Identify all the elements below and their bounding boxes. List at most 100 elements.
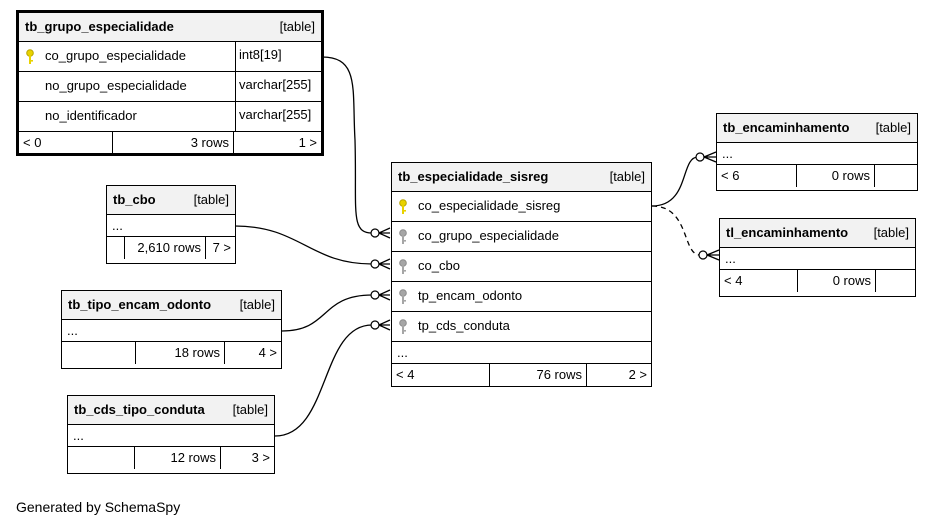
edge-tl-encaminhamento: [651, 205, 701, 256]
children-count: [876, 270, 915, 292]
table-tb-especialidade-sisreg[interactable]: tb_especialidade_sisreg [table] co_espec…: [391, 162, 652, 387]
table-footer: < 4 76 rows 2 >: [392, 364, 651, 386]
row-count: 12 rows: [135, 447, 221, 469]
table-type: [table]: [279, 19, 315, 34]
columns-ellipsis: ...: [717, 143, 917, 165]
crowfoot: [378, 289, 391, 301]
table-header: tb_especialidade_sisreg [table]: [392, 163, 651, 192]
foreign-key-icon: [398, 259, 408, 275]
column-name: co_grupo_especialidade: [418, 228, 559, 243]
column-name: no_identificador: [45, 108, 137, 123]
children-count[interactable]: 1 >: [298, 135, 317, 150]
columns-ellipsis: ...: [62, 320, 281, 342]
parents-count[interactable]: < 6: [717, 165, 797, 187]
parents-count[interactable]: < 0: [19, 132, 113, 154]
table-header: tb_cbo [table]: [107, 186, 235, 215]
table-type: [table]: [873, 225, 909, 240]
children-count[interactable]: 2 >: [628, 367, 647, 382]
column-name: no_grupo_especialidade: [45, 78, 187, 93]
column-row[interactable]: co_especialidade_sisreg: [392, 192, 651, 222]
crowfoot: [378, 227, 391, 239]
table-type: [table]: [609, 169, 645, 184]
edge-encam-odonto: [281, 294, 373, 332]
generated-by-text: Generated by SchemaSpy: [16, 499, 181, 515]
column-name: co_grupo_especialidade: [45, 48, 186, 63]
columns-ellipsis: ...: [107, 215, 235, 237]
children-count[interactable]: 3 >: [251, 450, 270, 465]
edge-cds-conduta: [274, 324, 373, 437]
crowfoot: [378, 258, 391, 270]
row-count: 0 rows: [798, 270, 876, 292]
column-name: co_cbo: [418, 258, 460, 273]
column-name: tp_encam_odonto: [418, 288, 523, 303]
column-row[interactable]: tp_cds_conduta: [392, 312, 651, 342]
column-row[interactable]: co_grupo_especialidade int8[19]: [19, 42, 321, 72]
table-name: tb_cbo: [113, 192, 156, 207]
table-tb-grupo-especialidade[interactable]: tb_grupo_especialidade [table] co_grupo_…: [16, 10, 324, 156]
table-tb-cbo[interactable]: tb_cbo [table] ... 2,610 rows 7 >: [106, 185, 236, 264]
edge-end-circle: [695, 152, 705, 162]
table-footer: 2,610 rows 7 >: [107, 237, 235, 259]
column-row[interactable]: no_grupo_especialidade varchar[255]: [19, 72, 321, 102]
columns-ellipsis: ...: [720, 248, 915, 270]
columns-ellipsis: ...: [68, 425, 274, 447]
column-datatype: int8[19]: [235, 42, 321, 71]
table-header: tb_grupo_especialidade [table]: [19, 13, 321, 42]
table-name: tb_cds_tipo_conduta: [74, 402, 205, 417]
edge-end-circle: [698, 250, 708, 260]
column-row[interactable]: co_cbo: [392, 252, 651, 282]
row-count: 0 rows: [797, 165, 875, 187]
parents-count[interactable]: < 4: [720, 270, 798, 292]
table-name: tb_tipo_encam_odonto: [68, 297, 212, 312]
foreign-key-icon: [398, 229, 408, 245]
column-row[interactable]: tp_encam_odonto: [392, 282, 651, 312]
table-name: tb_grupo_especialidade: [25, 19, 174, 34]
table-header: tl_encaminhamento [table]: [720, 219, 915, 248]
parents-count: [68, 447, 135, 469]
table-type: [table]: [239, 297, 275, 312]
table-footer: < 6 0 rows: [717, 165, 917, 187]
table-header: tb_cds_tipo_conduta [table]: [68, 396, 274, 425]
column-datatype: varchar[255]: [235, 102, 321, 131]
crowfoot: [706, 249, 720, 261]
edge-cbo: [234, 225, 373, 265]
table-header: tb_encaminhamento [table]: [717, 114, 917, 143]
table-type: [table]: [875, 120, 911, 135]
table-tb-tipo-encam-odonto[interactable]: tb_tipo_encam_odonto [table] ... 18 rows…: [61, 290, 282, 369]
edge-grupo-especialidade: [321, 56, 373, 234]
children-count[interactable]: 4 >: [258, 345, 277, 360]
children-count[interactable]: 7 >: [212, 240, 231, 255]
table-type: [table]: [193, 192, 229, 207]
row-count: 3 rows: [113, 132, 234, 154]
column-name: co_especialidade_sisreg: [418, 198, 561, 213]
parents-count[interactable]: < 4: [392, 364, 490, 386]
column-datatype: varchar[255]: [235, 72, 321, 101]
row-count: 76 rows: [490, 364, 587, 386]
table-name: tb_especialidade_sisreg: [398, 169, 549, 184]
table-type: [table]: [232, 402, 268, 417]
table-tl-encaminhamento[interactable]: tl_encaminhamento [table] ... < 4 0 rows: [719, 218, 916, 297]
crowfoot: [703, 151, 717, 163]
row-count: 2,610 rows: [125, 237, 206, 259]
parents-count: [62, 342, 136, 364]
table-tb-encaminhamento[interactable]: tb_encaminhamento [table] ... < 6 0 rows: [716, 113, 918, 191]
table-footer: < 4 0 rows: [720, 270, 915, 292]
edge-end-circle: [370, 228, 380, 238]
edge-end-circle: [370, 259, 380, 269]
edge-end-circle: [370, 290, 380, 300]
table-footer: < 0 3 rows 1 >: [19, 132, 321, 154]
edge-encaminhamento: [651, 156, 699, 207]
children-count: [875, 165, 917, 187]
row-count: 18 rows: [136, 342, 225, 364]
crowfoot: [378, 319, 391, 331]
column-row[interactable]: co_grupo_especialidade: [392, 222, 651, 252]
table-name: tb_encaminhamento: [723, 120, 850, 135]
foreign-key-icon: [398, 289, 408, 305]
edge-end-circle: [370, 320, 380, 330]
table-footer: 18 rows 4 >: [62, 342, 281, 364]
column-row[interactable]: no_identificador varchar[255]: [19, 102, 321, 132]
parents-count: [107, 237, 125, 259]
table-tb-cds-tipo-conduta[interactable]: tb_cds_tipo_conduta [table] ... 12 rows …: [67, 395, 275, 474]
primary-key-icon: [25, 49, 35, 65]
